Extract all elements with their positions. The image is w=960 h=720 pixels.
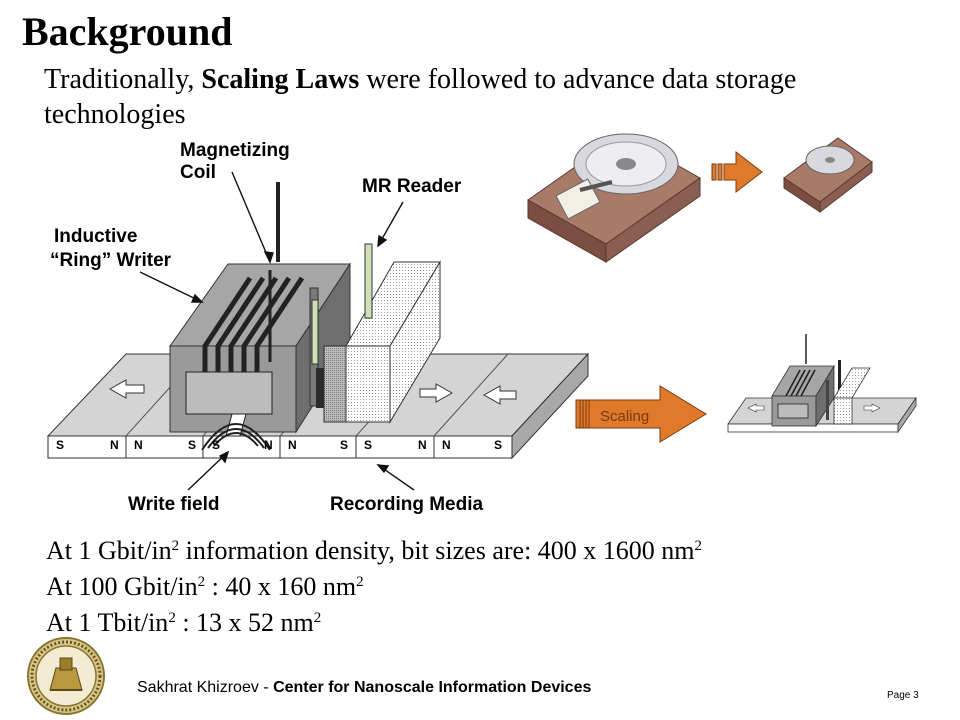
hard-drive-large <box>527 133 701 263</box>
label-mr-reader: MR Reader <box>362 176 462 197</box>
density-middle: : 40 x 160 nm <box>205 572 357 601</box>
bit-letter: N <box>418 438 427 452</box>
label-recording-media: Recording Media <box>330 494 484 515</box>
footer-credit: Sakhrat Khizroev - Center for Nanoscale … <box>137 679 591 697</box>
bit-letter: N <box>134 438 143 452</box>
scale-down-arrow <box>711 150 763 194</box>
page-number: Page 3 <box>887 690 919 701</box>
bit-letter: N <box>442 438 451 452</box>
intro-suffix: were followed to advance data storage te… <box>44 64 797 130</box>
label-magnetizing-line2: Coil <box>180 162 216 183</box>
label-pointers <box>139 171 415 491</box>
footer-center: Center for Nanoscale Information Devices <box>273 679 592 696</box>
intro-bold: Scaling Laws <box>201 64 360 95</box>
density-sup: 2 <box>356 574 364 590</box>
hard-drive-small <box>783 137 873 214</box>
intro-text: Traditionally, Scaling Laws were followe… <box>44 62 924 132</box>
bit-letter: S <box>56 438 65 452</box>
ring-writer <box>169 182 441 437</box>
university-seal <box>27 637 105 715</box>
bit-letter: N <box>264 438 273 452</box>
density-sup: 2 <box>168 610 176 626</box>
label-magnetizing-line1: Magnetizing <box>180 140 290 161</box>
label-inductive-line1: Inductive <box>54 226 138 247</box>
label-inductive-line2: “Ring” Writer <box>50 250 172 271</box>
slide-title: Background <box>22 9 233 54</box>
density-line-1: At 1 Gbit/in2 information density, bit s… <box>46 536 702 566</box>
bit-letters: S N N S S N N S S N N S <box>48 438 512 456</box>
small-head-diagram <box>727 334 917 434</box>
density-sup: 2 <box>171 538 180 554</box>
scaling-arrow <box>575 385 707 443</box>
bit-letter: S <box>364 438 373 452</box>
label-write-field: Write field <box>128 494 220 515</box>
scaling-label: Scaling <box>600 408 650 425</box>
density-prefix: At 1 Gbit/in <box>46 536 172 565</box>
bit-letter: S <box>188 438 197 452</box>
bit-letter: N <box>288 438 297 452</box>
density-prefix: At 100 Gbit/in <box>46 572 198 601</box>
bit-letter: S <box>494 438 503 452</box>
density-middle: : 13 x 52 nm <box>175 608 314 637</box>
intro-prefix: Traditionally, <box>44 64 202 95</box>
density-line-2: At 100 Gbit/in2 : 40 x 160 nm2 <box>46 572 364 602</box>
bit-letter: N <box>110 438 119 452</box>
bit-letter: S <box>340 438 349 452</box>
density-sup: 2 <box>313 610 322 626</box>
bit-letter: S <box>212 438 221 452</box>
density-sup: 2 <box>197 574 206 590</box>
footer-author: Sakhrat Khizroev - <box>137 679 274 696</box>
density-line-3: At 1 Tbit/in2 : 13 x 52 nm2 <box>46 608 321 638</box>
density-sup: 2 <box>694 538 703 554</box>
write-field-arcs <box>201 423 271 451</box>
density-middle: information density, bit sizes are: 400 … <box>179 536 695 565</box>
density-prefix: At 1 Tbit/in <box>46 608 169 637</box>
